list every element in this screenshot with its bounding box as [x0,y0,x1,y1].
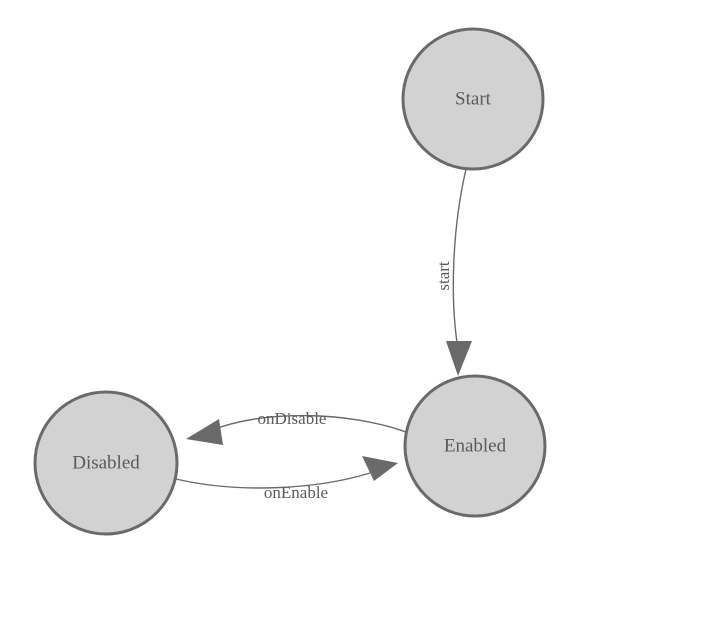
node-start-label: Start [455,88,492,109]
node-enabled-shape[interactable] [403,374,547,518]
edge-enabled-disabled-line [211,414,407,433]
edge-label-start: start [434,261,453,291]
arrowhead-icon-start-enabled [446,341,472,376]
node-disabled-shape[interactable] [33,390,179,536]
node-enabled-label: Enabled [444,435,507,456]
node-start-shape[interactable] [401,27,545,171]
nodes-layer: Start Enabled Disabled [33,27,547,536]
node-start[interactable]: Start [401,27,545,171]
edge-start-enabled[interactable]: start [434,168,472,376]
node-disabled[interactable]: Disabled [33,390,179,536]
edge-disabled-enabled[interactable]: onEnable [175,456,398,502]
edge-enabled-disabled[interactable]: onDisable [186,409,407,445]
arrowhead-icon-enabled-disabled [186,419,223,445]
node-enabled[interactable]: Enabled [403,374,547,518]
arrowhead-icon-disabled-enabled [362,456,398,481]
edge-start-enabled-line [452,168,467,350]
edge-disabled-enabled-line [175,472,371,489]
edges-layer: start onDisable onEnable [175,168,472,502]
node-disabled-label: Disabled [72,452,140,473]
edge-label-ondisable: onDisable [258,409,327,428]
edge-label-onenable: onEnable [264,483,328,502]
